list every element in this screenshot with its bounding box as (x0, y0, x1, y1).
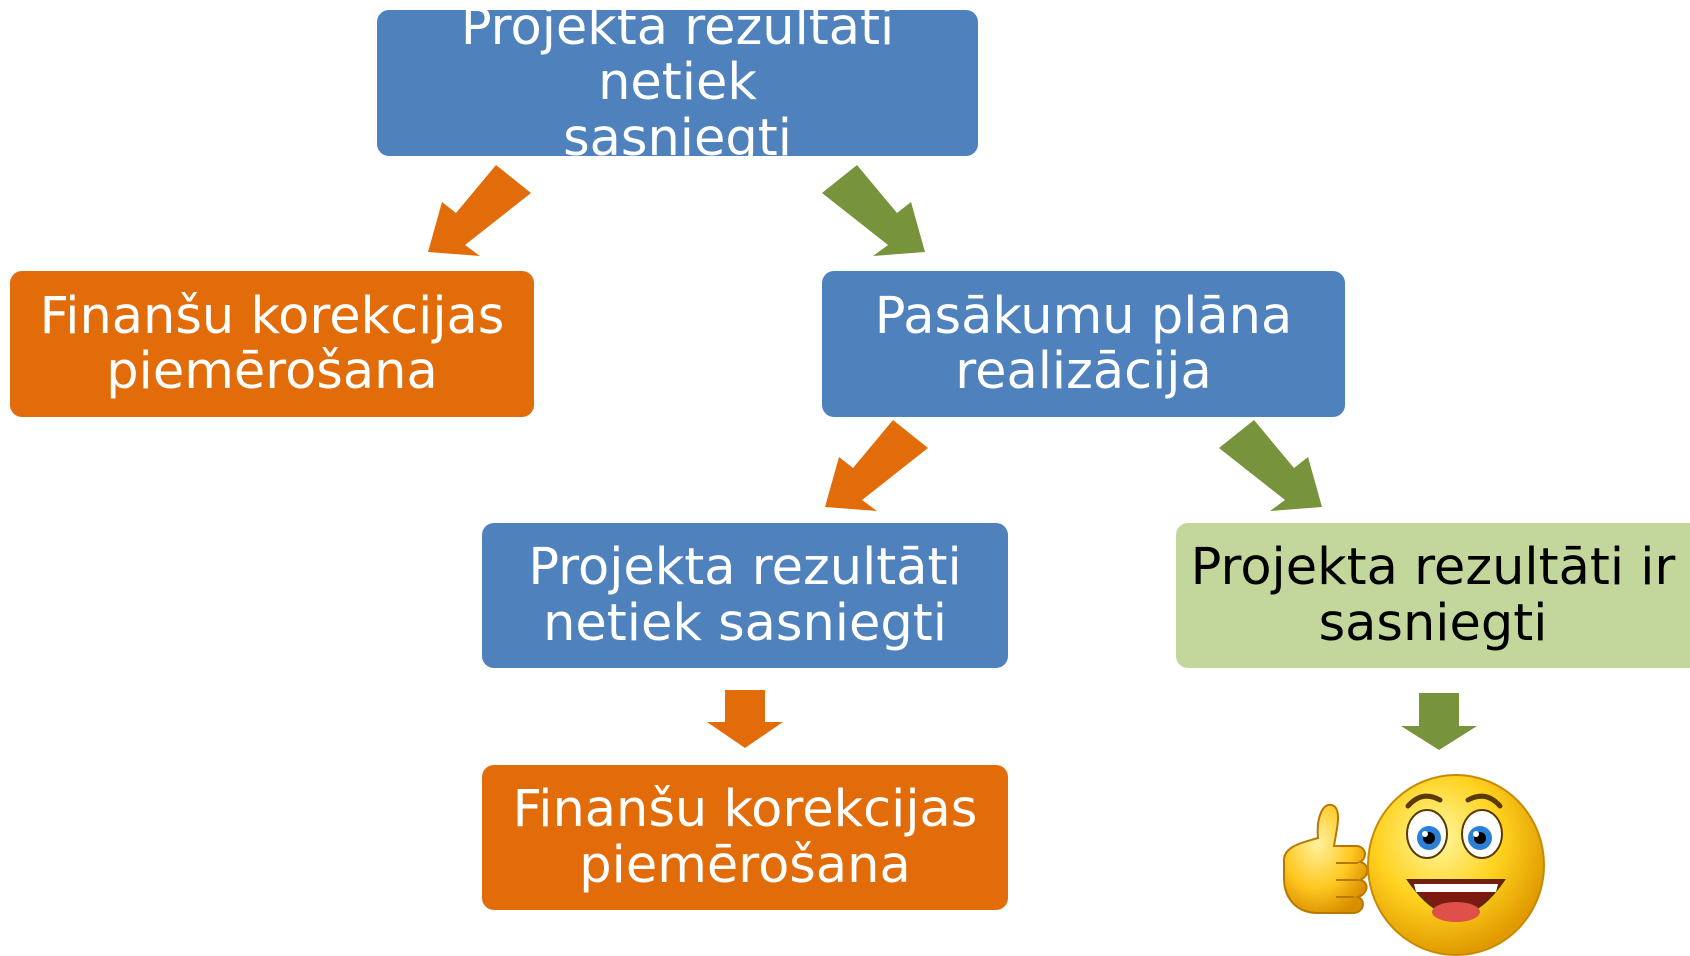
arrow-plan-to-not-achieved (825, 420, 928, 511)
arrow-top-to-left-correction (428, 165, 531, 256)
bottom-correction-line2: piemērošana (579, 835, 911, 895)
bottom-correction-line1: Finanšu korekcijas (512, 780, 978, 840)
left-correction-line2: piemērošana (106, 342, 438, 401)
left-correction-box: Finanšu korekcijas piemērošana (10, 271, 534, 417)
achieved-box: Projekta rezultāti ir sasniegti (1176, 523, 1690, 668)
action-plan-line1: Pasākumu plāna (874, 286, 1293, 346)
second-not-achieved-box: Projekta rezultāti netiek sasniegti (482, 523, 1008, 668)
arrow-achieved-to-smiley (1401, 693, 1477, 750)
top-not-achieved-box: Projekta rezultāti netiek sasniegti (377, 0, 978, 166)
second-not-achieved-line1: Projekta rezultāti (528, 538, 962, 598)
bottom-correction-box: Finanšu korekcijas piemērošana (482, 765, 1008, 910)
arrow-not-achieved-to-correction (707, 690, 783, 748)
achieved-line1: Projekta rezultāti ir (1190, 538, 1676, 598)
second-not-achieved-line2: netiek sasniegti (543, 593, 947, 653)
top-box-line2: sasniegti (563, 108, 792, 168)
smiley-face (1367, 774, 1545, 956)
arrow-top-to-action-plan (822, 165, 925, 256)
action-plan-box: Pasākumu plāna realizācija (822, 271, 1345, 417)
arrow-plan-to-achieved (1219, 420, 1322, 511)
action-plan-line2: realizācija (955, 342, 1212, 401)
left-correction-line1: Finanšu korekcijas (39, 286, 505, 346)
achieved-line2: sasniegti (1318, 593, 1548, 653)
thumbs-up-hand (1283, 803, 1369, 914)
top-box-line1: Projekta rezultāti netiek (460, 0, 895, 113)
